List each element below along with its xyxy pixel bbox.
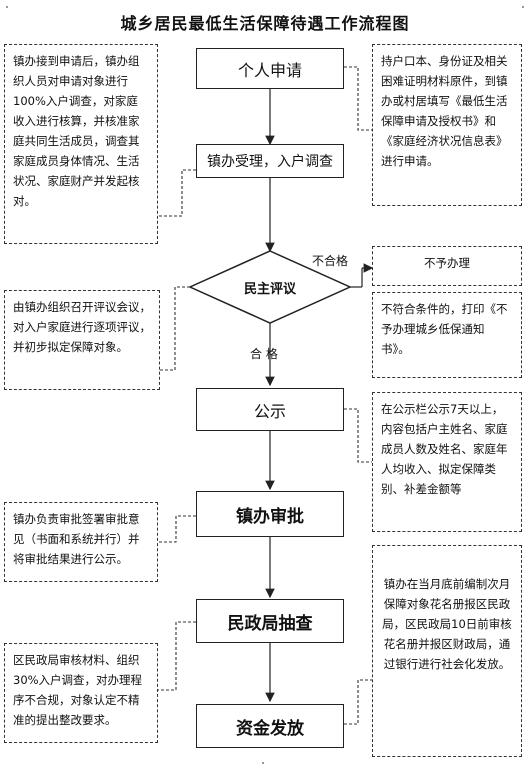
note-reject-title: 不予办理 [372,246,522,286]
step-accept-survey: 镇办受理，入户调查 [196,144,344,178]
fail-label: 不合格 [312,254,349,268]
note-household-survey: 镇办接到申请后，镇办组织人员对申请对象进行100%入户调查，对家庭收入进行核算，… [4,44,158,244]
note-publicize-detail: 在公示栏公示7天以上，内容包括户主姓名、家庭成员人数及姓名、家庭年人均收入、拟定… [372,392,522,532]
note-approval-detail: 镇办负责审批签署审批意见（书面和系统并行）并将审批结果进行公示。 [4,502,158,582]
note-application-materials: 持户口本、身份证及相关困难证明材料原件，到镇办或村居填写《最低生活保障申请及授权… [372,44,522,206]
step-civil-affairs-inspection: 民政局抽查 [196,599,344,643]
note-inspection-detail: 区民政局审核材料、组织30%入户调查，对办理程序不合规，对象认定不精准的提出整改… [4,643,158,743]
note-payment-detail: 镇办在当月底前编制次月保障对象花名册报区民政局，区民政局10日前审核花名册并报区… [372,545,522,757]
note-reject-detail: 不符合条件的，打印《不予办理城乡低保通知书》。 [372,292,522,378]
pass-label: 合 格 [250,347,278,361]
step-democratic-review: 民主评议 [243,282,296,297]
corner-mark [262,762,264,764]
step-fund-payment: 资金发放 [196,704,344,748]
step-personal-application: 个人申请 [196,48,344,89]
step-town-approval: 镇办审批 [196,491,344,537]
step-publicize: 公示 [196,388,344,431]
review-diamond [188,250,352,324]
note-review-detail: 由镇办组织召开评议会议，对入户家庭进行逐项评议，并初步拟定保障对象。 [4,290,160,390]
corner-mark [6,6,8,8]
page-title: 城乡居民最低生活保障待遇工作流程图 [120,14,410,33]
corner-mark [522,6,524,8]
